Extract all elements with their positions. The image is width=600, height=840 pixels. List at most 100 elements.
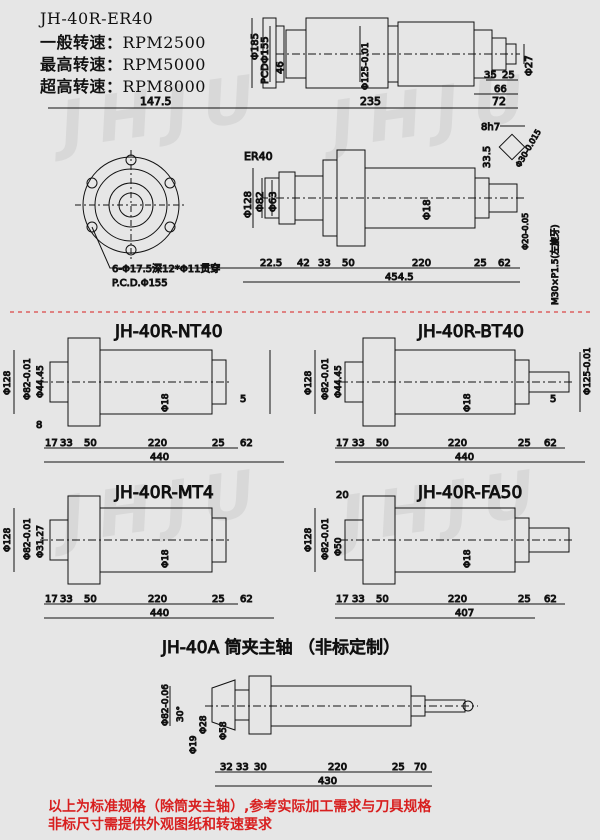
dim-phi27: Φ27	[524, 55, 535, 76]
bt40-len-25: 25	[518, 438, 531, 449]
nt40-len-50: 50	[84, 438, 97, 449]
jh40a-total: 430	[318, 776, 337, 787]
len-62: 62	[498, 258, 511, 269]
mt4-total: 440	[150, 608, 169, 619]
fa50-dim-20: 20	[336, 490, 349, 501]
mt4-len-220: 220	[148, 594, 167, 605]
nt40-len-25: 25	[212, 438, 225, 449]
bt40-len-220: 220	[448, 438, 467, 449]
fa50-len-50: 50	[376, 594, 389, 605]
len-147-5: 147.5	[140, 95, 172, 108]
jh40a-len-220: 220	[328, 762, 347, 773]
jh40a-dim-30deg: 30°	[176, 706, 186, 722]
bt40-dim-5: 5	[550, 394, 556, 405]
fa50-total: 407	[455, 608, 474, 619]
bt40-title: JH-40R-BT40	[417, 322, 524, 342]
model-title: JH-40R-ER40	[40, 9, 154, 28]
bt40-len-50: 50	[376, 438, 389, 449]
er40-label: ER40	[244, 150, 273, 163]
speed-row-3: 超高转速：RPM8000	[40, 77, 206, 96]
fa50-len-33: 33	[352, 594, 365, 605]
fa50-dim-phi82: Φ82-0.01	[321, 518, 331, 560]
mt4-title: JH-40R-MT4	[114, 483, 214, 503]
bt40-dim-phi128: Φ128	[304, 370, 314, 395]
len-72: 72	[492, 95, 506, 108]
dim-phi185: Φ185	[250, 33, 261, 60]
fa50-drawing	[314, 495, 575, 619]
footer-note-1: 以上为标准规格（除筒夹主轴）,参考实际加工需求与刀具规格	[48, 799, 432, 815]
jh40a-dim-phi82: Φ82-0.06	[161, 684, 171, 726]
speed-row-1: 一般转速：RPM2500	[40, 33, 206, 52]
key-8h7: 8h7	[481, 122, 500, 133]
nt40-len-17: 17	[45, 438, 58, 449]
bt40-len-62: 62	[544, 438, 557, 449]
dim-46: 46	[275, 61, 286, 74]
nt40-len-220: 220	[148, 438, 167, 449]
jh40a-len-33: 33	[236, 762, 249, 773]
fa50-dim-phi128: Φ128	[304, 527, 314, 552]
mt4-len-33: 33	[60, 594, 73, 605]
jh40a-title: JH-40A 筒夹主轴 （非标定制）	[161, 638, 400, 658]
fa50-len-25: 25	[518, 594, 531, 605]
bt40-len-17: 17	[336, 438, 349, 449]
mt4-dim-phi18: Φ18	[161, 549, 171, 568]
jh40a-dim-phi19: Φ19	[189, 735, 199, 754]
dim-pcd155: PCDΦ155	[260, 36, 271, 84]
nt40-dim-phi82: Φ82-0.01	[23, 358, 33, 400]
jh40a-len-70: 70	[414, 762, 427, 773]
mt4-len-62: 62	[240, 594, 253, 605]
jh40a-drawing	[169, 675, 478, 787]
mt4-dim-phi128: Φ128	[3, 527, 13, 552]
dim-phi128: Φ128	[243, 191, 254, 218]
nt40-title: JH-40R-NT40	[114, 322, 223, 342]
key-phi20: Φ20-0.05	[521, 213, 530, 250]
footer-note-2: 非标尺寸需提供外观图纸和转速要求	[48, 817, 272, 833]
nt40-total: 440	[150, 452, 169, 463]
dim-phi63: Φ63	[268, 191, 279, 212]
len-22-5: 22.5	[260, 258, 282, 269]
dim-35: 35	[484, 70, 497, 81]
jh40a-dim-phi28: Φ28	[199, 715, 209, 734]
len-33: 33	[318, 258, 331, 269]
jh40a-dim-phi58: Φ58	[219, 721, 229, 740]
len-50: 50	[342, 258, 355, 269]
nt40-dim-phi44: Φ44.45	[36, 365, 46, 398]
dim-phi125: Φ125-0.01	[361, 42, 371, 90]
key-33-5: 33.5	[482, 146, 493, 168]
bt40-dim-phi82: Φ82-0.01	[321, 358, 331, 400]
bt40-dim-phi18: Φ18	[463, 393, 473, 412]
mt4-len-17: 17	[45, 594, 58, 605]
speed-row-2: 最高转速：RPM5000	[40, 55, 206, 74]
nt40-len-33: 33	[60, 438, 73, 449]
len-42: 42	[297, 258, 310, 269]
mt4-dim-phi31: Φ31.27	[36, 525, 46, 558]
nt40-drawing	[13, 337, 284, 463]
jh40a-len-25: 25	[392, 762, 405, 773]
len-235: 235	[360, 95, 381, 108]
jh40a-len-32: 32	[220, 762, 233, 773]
nt40-dim-phi18: Φ18	[161, 393, 171, 412]
len-25: 25	[474, 258, 487, 269]
bt40-dim-phi125: Φ125-0.01	[583, 347, 593, 395]
nt40-len-62: 62	[240, 438, 253, 449]
nt40-dim-5: 5	[240, 394, 246, 405]
bt40-drawing	[314, 337, 585, 463]
len-220: 220	[412, 258, 431, 269]
dim-66: 66	[494, 84, 507, 95]
top-spindle-view	[48, 17, 525, 109]
side-spindle-view	[243, 125, 526, 283]
mt4-len-25: 25	[212, 594, 225, 605]
dim-phi18: Φ18	[422, 199, 433, 220]
mt4-len-50: 50	[84, 594, 97, 605]
jh40a-len-30: 30	[254, 762, 267, 773]
bt40-dim-phi44: Φ44.45	[334, 365, 344, 398]
fa50-title: JH-40R-FA50	[417, 483, 522, 503]
bt40-len-33: 33	[352, 438, 365, 449]
mt4-dim-phi82: Φ82-0.01	[23, 518, 33, 560]
fa50-len-220: 220	[448, 594, 467, 605]
dim-phi82: Φ82	[255, 191, 266, 212]
flange-hole-note: 6-Φ17.5深12*Φ11贯穿	[112, 262, 220, 275]
len-total-454-5: 454.5	[385, 272, 414, 283]
fa50-len-62: 62	[544, 594, 557, 605]
